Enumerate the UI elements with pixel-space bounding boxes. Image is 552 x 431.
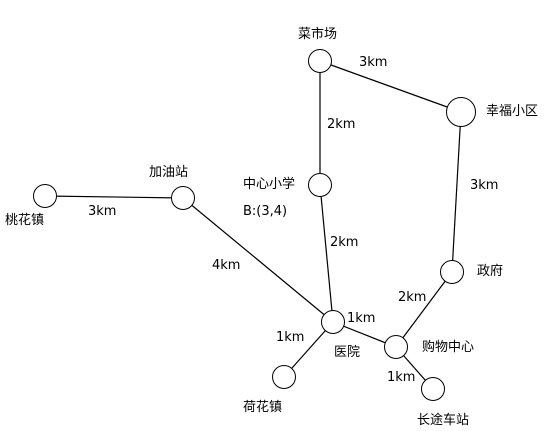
node-zhongxin [308, 173, 332, 197]
node-label-changtu: 长途车站 [417, 413, 470, 428]
node-label-jiayou: 加油站 [149, 165, 189, 180]
distance-label-caishichang-zhongxin: 2km [327, 117, 356, 132]
node-caishichang [308, 49, 332, 73]
node-label-zhengfu: 政府 [477, 264, 504, 279]
node-yiyuan [321, 310, 345, 334]
road-caishichang-xingfu [319, 60, 462, 113]
node-label-yiyuan: 医院 [334, 345, 361, 360]
node-label-caishichang: 菜市场 [298, 27, 338, 42]
node-label-taohua: 桃花镇 [5, 213, 45, 228]
distance-label-zhengfu-gouwu: 2km [398, 290, 427, 305]
node-taohua [33, 184, 57, 208]
road-taohua-jiayou [44, 195, 184, 199]
road-zhengfu-gouwu [395, 271, 453, 348]
distance-label-zhongxin-yiyuan: 2km [330, 235, 359, 250]
node-changtu [421, 377, 445, 401]
distance-label-yiyuan-hehua: 1km [276, 330, 305, 345]
distance-label-yiyuan-gouwu: 1km [347, 311, 376, 326]
node-label-xingfu: 幸福小区 [486, 104, 539, 119]
node-xingfu [446, 97, 476, 127]
distance-label-taohua-jiayou: 3km [88, 204, 117, 219]
node-note-zhongxin: B:(3,4) [243, 204, 288, 219]
road-zhongxin-yiyuan [319, 184, 334, 323]
node-jiayou [171, 186, 195, 210]
distance-label-caishichang-xingfu: 3km [359, 55, 388, 70]
node-zhengfu [440, 260, 464, 284]
distance-label-jiayou-yiyuan: 4km [212, 258, 241, 273]
distance-label-xingfu-zhengfu: 3km [470, 178, 499, 193]
road-jiayou-yiyuan [182, 197, 334, 323]
node-hehua [272, 365, 296, 389]
node-gouwu [384, 335, 408, 359]
node-label-hehua: 荷花镇 [243, 400, 283, 415]
node-label-zhongxin: 中心小学 [243, 177, 296, 192]
distance-label-gouwu-changtu: 1km [387, 370, 416, 385]
node-label-gouwu: 购物中心 [422, 340, 475, 355]
road-xingfu-zhengfu [451, 111, 462, 273]
